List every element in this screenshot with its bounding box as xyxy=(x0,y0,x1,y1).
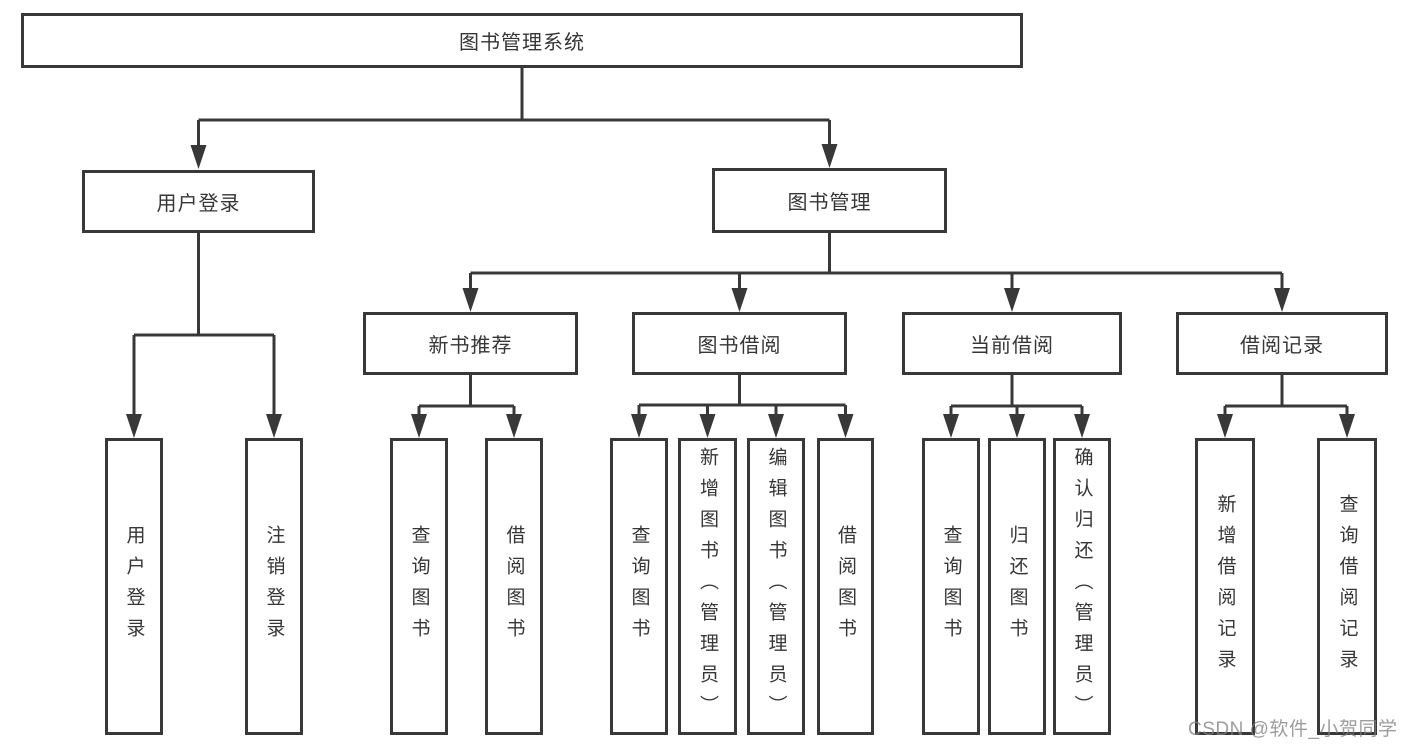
connector-line xyxy=(637,375,847,418)
arrowhead-icon xyxy=(731,288,748,312)
arrowhead-icon xyxy=(943,414,959,438)
connector-line xyxy=(1223,375,1349,418)
node-leaf-user-login: 用户登录 xyxy=(105,438,163,735)
node-leaf-bb-borrow-book: 借阅图书 xyxy=(817,438,874,735)
node-leaf-logout: 注销登录 xyxy=(245,438,303,735)
node-leaf-rec-query-book: 查询图书 xyxy=(390,438,448,735)
watermark: CSDN @软件_小贺同学 xyxy=(1188,719,1398,740)
node-current-borrowing: 当前借阅 xyxy=(902,312,1122,375)
arrowhead-icon xyxy=(1074,414,1090,438)
connector-line xyxy=(469,233,1284,292)
connector-line xyxy=(197,68,831,149)
node-leaf-cb-return-book: 归还图书 xyxy=(988,438,1046,735)
arrowhead-icon xyxy=(190,145,207,169)
connector-line xyxy=(417,375,516,418)
node-leaf-cb-query-book: 查询图书 xyxy=(922,438,980,735)
arrowhead-icon xyxy=(506,414,522,438)
node-leaf-cb-confirm-return-admin: 确认归还（管理员） xyxy=(1053,438,1111,735)
node-book-management: 图书管理 xyxy=(712,168,947,233)
node-user-login: 用户登录 xyxy=(82,170,315,233)
arrowhead-icon xyxy=(1217,414,1233,438)
arrowhead-icon xyxy=(1339,414,1355,438)
arrowhead-icon xyxy=(1009,414,1025,438)
arrowhead-icon xyxy=(411,414,427,438)
arrowhead-icon xyxy=(1004,288,1020,312)
arrowhead-icon xyxy=(126,414,142,438)
arrowhead-icon xyxy=(699,414,716,438)
arrowhead-icon xyxy=(631,414,647,438)
node-borrow-records: 借阅记录 xyxy=(1176,312,1388,375)
arrowhead-icon xyxy=(1274,288,1290,312)
connector-line xyxy=(949,375,1084,418)
arrowhead-icon xyxy=(266,414,282,438)
arrowhead-icon xyxy=(768,414,784,438)
node-new-book-recommend: 新书推荐 xyxy=(363,312,578,375)
node-leaf-rec-borrow-book: 借阅图书 xyxy=(485,438,543,735)
arrowhead-icon xyxy=(837,414,854,438)
node-leaf-br-query-record: 查询借阅记录 xyxy=(1317,438,1377,735)
node-leaf-br-add-record: 新增借阅记录 xyxy=(1195,438,1255,735)
arrowhead-icon xyxy=(821,144,838,168)
node-book-borrowing: 图书借阅 xyxy=(632,312,847,375)
node-leaf-bb-query-book: 查询图书 xyxy=(610,438,668,735)
connector-line xyxy=(132,233,276,418)
node-leaf-bb-edit-book-admin: 编辑图书（管理员） xyxy=(747,438,805,735)
arrowhead-icon xyxy=(462,288,479,312)
node-library-management-system: 图书管理系统 xyxy=(21,13,1023,68)
node-leaf-bb-add-book-admin: 新增图书（管理员） xyxy=(678,438,737,735)
